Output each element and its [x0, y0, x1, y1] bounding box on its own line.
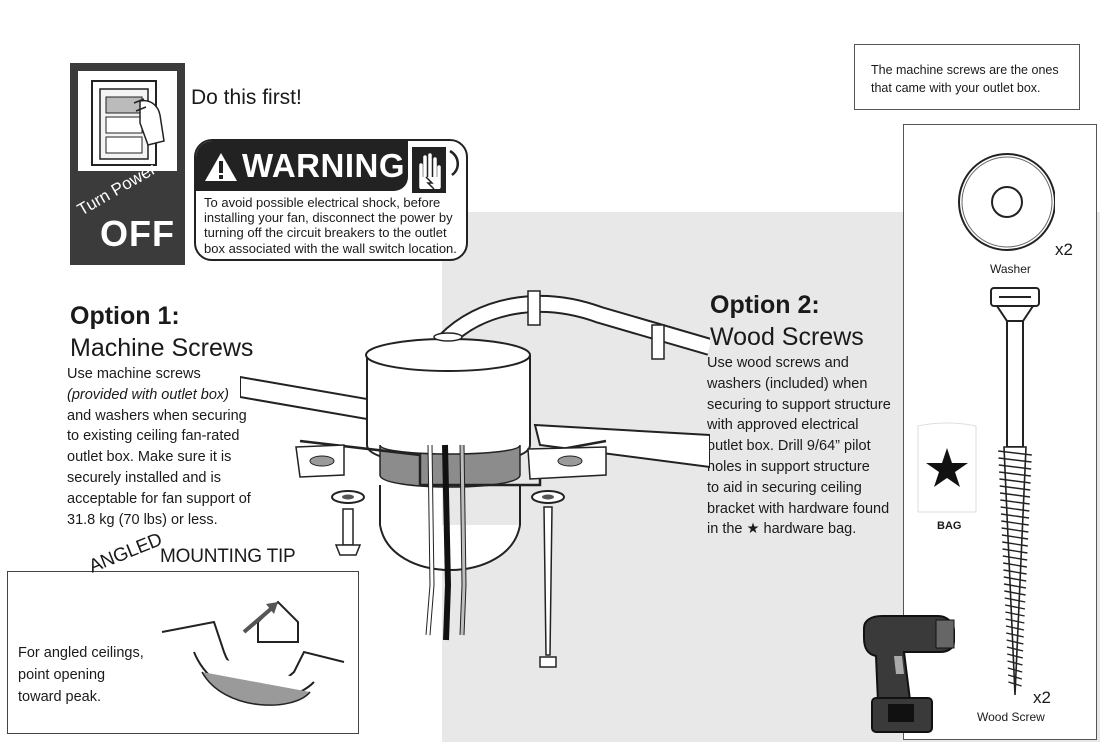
warning-line: To avoid possible electrical shock, befo…: [204, 195, 441, 210]
option2-heading: Option 2:: [710, 291, 820, 319]
washer-icon: [958, 153, 1055, 251]
warning-line: turning off the circuit breakers to the …: [204, 225, 447, 241]
warning-line: box associated with the wall switch loca…: [204, 240, 457, 256]
bag-label: BAG: [937, 520, 962, 532]
warning-text: To avoid possible electrical shock, befo…: [204, 195, 466, 256]
option1-heading: Option 1:: [70, 302, 180, 330]
machine-screws-note: The machine screws are the ones that cam…: [854, 44, 1080, 110]
option2-line: washers (included) when: [707, 375, 868, 392]
outlet-box-illustration: [240, 290, 710, 668]
option1-line: outlet box. Make sure it is: [67, 449, 232, 466]
warning-header: WARNING: [196, 141, 408, 191]
house-arrow-icon: [242, 600, 299, 643]
hardware-bag-icon: [917, 422, 977, 513]
tip-text: For angled ceilings, point opening towar…: [18, 642, 144, 708]
tip-line: For angled ceilings,: [18, 645, 144, 661]
note-line: The machine screws are the ones: [871, 63, 1059, 77]
angled-mounting-tip-box: For angled ceilings, point opening towar…: [7, 571, 359, 734]
option2-last-line: in the ★ hardware bag.: [707, 519, 891, 540]
light-switch-icon: [78, 71, 177, 171]
turn-power-off-sign: Turn Power OFF: [70, 63, 185, 265]
option1-line: and washers when securing: [67, 407, 247, 424]
do-this-first-label: Do this first!: [191, 86, 302, 109]
star-icon: ★: [746, 521, 760, 538]
note-line: that came with your outlet box.: [871, 81, 1041, 95]
warning-line: installing your fan, disconnect the powe…: [204, 210, 453, 226]
option1-line: to existing ceiling fan-rated: [67, 428, 240, 445]
tip-line: toward peak.: [18, 689, 102, 705]
option2-line: with approved electrical: [707, 417, 859, 434]
option2-line: securing to support structure: [707, 396, 891, 413]
option2-line: bracket with hardware found: [707, 500, 890, 517]
option2-line: Use wood screws and: [707, 355, 849, 371]
option2-line: outlet box. Drill 9/64” pilot: [707, 438, 871, 455]
wood-screw-quantity: x2: [1033, 688, 1051, 707]
off-label: OFF: [100, 213, 175, 254]
warning-triangle-icon: [205, 153, 237, 181]
wood-screw-label: Wood Screw: [977, 710, 1045, 724]
option1-line: 31.8 kg (70 lbs) or less.: [67, 511, 218, 528]
option1-subheading: Machine Screws: [70, 334, 254, 362]
option2-body: Use wood screws and washers (included) w…: [707, 353, 891, 540]
option1-body: Use machine screws (provided with outlet…: [67, 364, 251, 530]
warning-title: WARNING: [242, 147, 405, 184]
warning-box: WARNING To avoid possible electrical sho…: [194, 139, 468, 261]
washer-quantity: x2: [1055, 240, 1073, 259]
option1-line: acceptable for fan support of: [67, 490, 251, 507]
wood-screw-icon: [990, 287, 1040, 696]
mounting-tip-label: MOUNTING TIP: [160, 546, 296, 567]
drill-icon: [863, 615, 955, 733]
option2-line: holes in support structure: [707, 458, 870, 475]
hand-shock-icon: [412, 147, 459, 193]
washer-label: Washer: [990, 262, 1031, 276]
option2-subheading: Wood Screws: [710, 323, 864, 351]
star-icon: [926, 448, 968, 487]
option1-line: securely installed and is: [67, 469, 221, 486]
option1-line: Use machine screws: [67, 366, 201, 382]
option2-line: to aid in securing ceiling: [707, 479, 862, 496]
option1-line: (provided with outlet box): [67, 386, 229, 403]
option2-last-prefix: in the: [707, 521, 743, 538]
angled-bracket-illustration: [161, 600, 345, 706]
tip-line: point opening: [18, 667, 106, 683]
option2-last-suffix: hardware bag.: [763, 521, 857, 538]
